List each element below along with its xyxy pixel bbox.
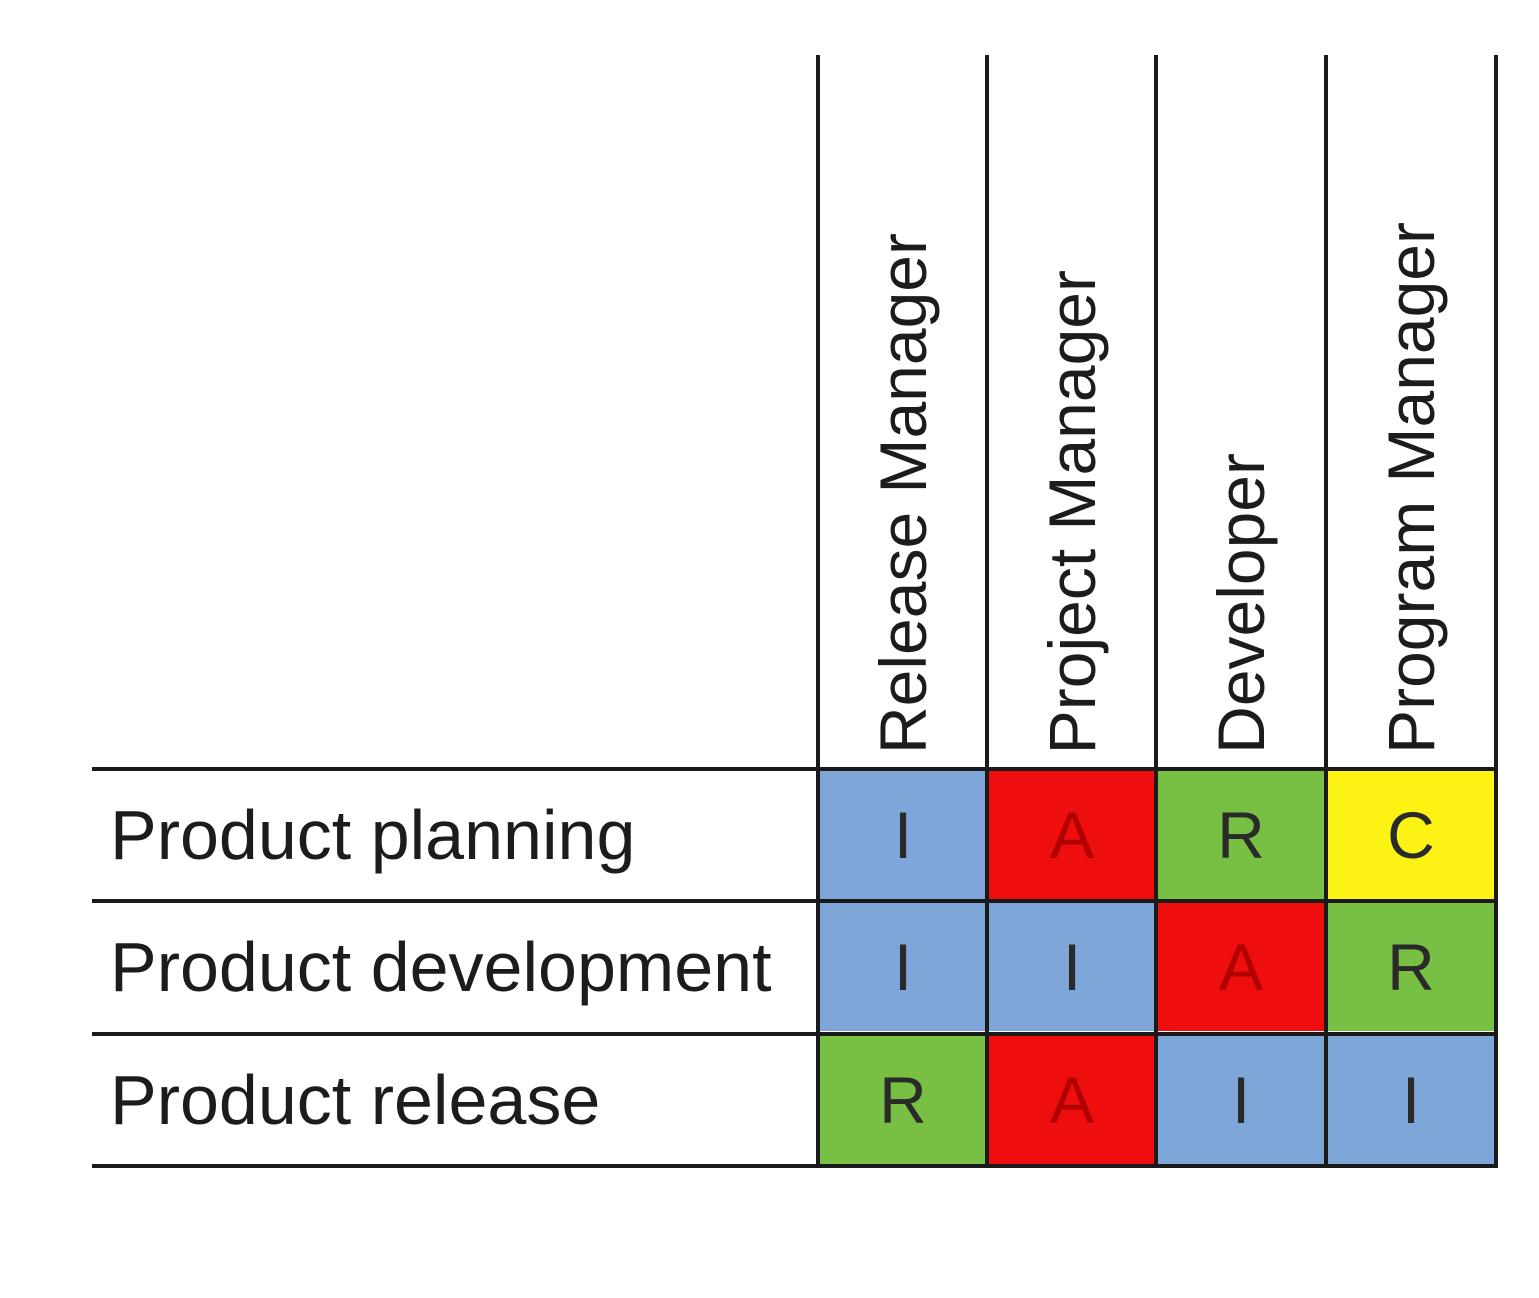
- role-header-developer: Developer: [1158, 60, 1324, 764]
- grid-line-vertical: [985, 55, 989, 1168]
- role-header-release-manager: Release Manager: [820, 60, 986, 764]
- raci-cell: I: [989, 903, 1155, 1031]
- role-label: Release Manager: [866, 233, 940, 754]
- raci-cell: A: [1158, 903, 1324, 1031]
- grid-line-horizontal: [92, 899, 1498, 903]
- role-label: Developer: [1204, 453, 1278, 754]
- raci-cell: I: [820, 771, 986, 899]
- grid-line-vertical: [1494, 55, 1498, 1168]
- raci-cell: A: [989, 771, 1155, 899]
- raci-cell: I: [820, 903, 986, 1031]
- grid-line-horizontal: [92, 1032, 1498, 1036]
- task-label-product-planning: Product planning: [110, 796, 636, 874]
- raci-cell: R: [820, 1036, 986, 1164]
- raci-cell: C: [1328, 771, 1494, 899]
- raci-cell: A: [989, 1036, 1155, 1164]
- raci-cell: I: [1158, 1036, 1324, 1164]
- raci-cell: R: [1158, 771, 1324, 899]
- role-label: Project Manager: [1035, 269, 1109, 754]
- grid-line-vertical: [816, 55, 820, 1168]
- role-header-project-manager: Project Manager: [989, 60, 1155, 764]
- task-label-product-release: Product release: [110, 1061, 601, 1139]
- task-label-product-development: Product development: [110, 928, 772, 1006]
- grid-line-vertical: [1154, 55, 1158, 1168]
- grid-line-vertical: [1324, 55, 1328, 1168]
- raci-cell: I: [1328, 1036, 1494, 1164]
- raci-cell: R: [1328, 903, 1494, 1031]
- grid-line-horizontal: [92, 1164, 1498, 1168]
- role-header-program-manager: Program Manager: [1328, 60, 1494, 764]
- role-label: Program Manager: [1374, 222, 1448, 754]
- grid-line-horizontal: [92, 767, 1498, 771]
